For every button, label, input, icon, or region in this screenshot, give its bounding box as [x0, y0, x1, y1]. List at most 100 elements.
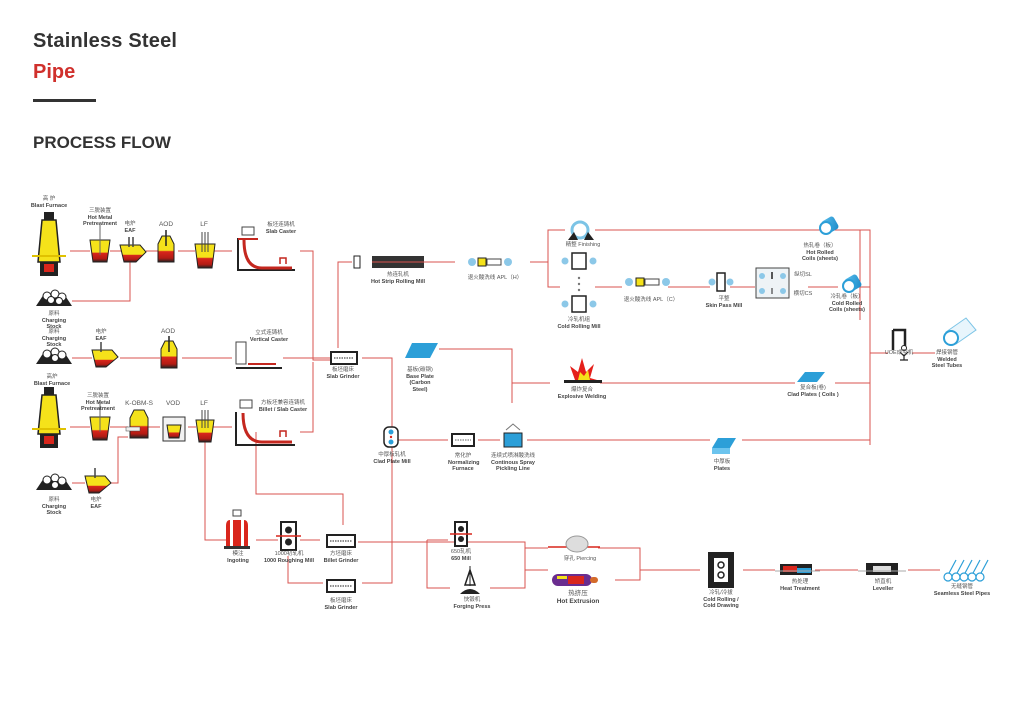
label-cn: 原料: [48, 497, 60, 503]
welded-tube-icon: [943, 317, 977, 346]
flow-connectors: [70, 229, 940, 589]
forging-press-icon: [460, 566, 480, 594]
label-cn: 电炉: [95, 329, 107, 335]
label-en: Normalizing Furnace: [448, 459, 480, 473]
node-piercing: 穿孔 Piercing: [564, 556, 596, 563]
label-cn: 爆炸复合: [570, 387, 593, 393]
label-cn: 冷轧机组: [567, 317, 591, 323]
node-hot-rolled-coils: 热轧卷（板）Hot Rolled Coils (sheets): [800, 243, 840, 263]
label-en: Ingoting: [227, 557, 249, 564]
billet-grinder-icon: [326, 534, 356, 548]
eaf-icon: [119, 237, 147, 263]
blast-furnace-icon: [32, 212, 66, 276]
label-en: LF: [200, 221, 208, 228]
label-cn: 方坯磨床: [329, 551, 352, 557]
label-en: Billet / Slab Caster: [258, 406, 308, 413]
heat-treatment-icon: [775, 564, 820, 575]
roughing-mill-icon: [276, 521, 301, 551]
charging-stock-icon: [36, 289, 72, 306]
label-en: 650 Mill: [451, 555, 471, 562]
label-en: Clad Plates ( Coils ): [787, 391, 839, 398]
label-cn: 矫直机: [874, 579, 892, 585]
label-en: Cold Rolled Coils (sheets): [828, 300, 866, 314]
label-cn: 焊接钢管: [935, 350, 958, 356]
node-cold-rolled-coils: 冷轧卷（板）Cold Rolled Coils (sheets): [827, 294, 867, 314]
label-cn: 电炉: [124, 221, 136, 227]
slitting-cutting-icon: [755, 267, 790, 299]
label-cn: 方板坯兼容连铸机: [260, 400, 306, 406]
label-cn: UOE成型机: [884, 350, 914, 356]
label-cn: 常化炉: [454, 453, 472, 459]
node-apl-c: 退火酸洗线 APL（C）: [624, 297, 678, 304]
page-title: Stainless Steel: [33, 30, 178, 52]
label-en: Welded Steel Tubes: [931, 356, 963, 370]
label-cn: 无缝钢管: [950, 584, 974, 590]
label-en: Cold Rolling / Cold Drawing: [703, 596, 739, 610]
label-en: Skin Pass Mill: [705, 302, 743, 309]
blast-furnace-icon: [32, 387, 66, 448]
label-en: Charging Stock: [41, 317, 67, 331]
ingoting-icon: [224, 509, 250, 549]
slab-caster-icon: [237, 226, 295, 271]
label-en: Slab Grinder: [326, 373, 360, 380]
plates-icon: [712, 438, 736, 454]
label-cn: 退火酸洗线 APL（H）: [467, 275, 523, 281]
node-aod-1: AOD: [159, 221, 173, 229]
label-en: Plates: [713, 465, 731, 472]
explosive-welding-icon: [564, 358, 602, 383]
label-cn: 三脱装置: [88, 208, 111, 214]
clad-plate-mill-icon: [383, 426, 399, 448]
uoe-forming-icon: [891, 328, 909, 361]
label: 穿孔 Piercing: [564, 556, 596, 563]
label-cn: 热处理: [791, 579, 809, 585]
label-cn: 三脱装置: [86, 393, 109, 399]
label-en: Explosive Welding: [557, 393, 607, 400]
label-en: Billet Grinder: [323, 557, 359, 564]
label-en: Hot Metal Pretreatment: [81, 399, 115, 413]
label-en: Heat Treatment: [780, 585, 820, 592]
label-en: Hot Strip Rolling Mill: [370, 278, 426, 285]
lf-ladle-icon: [195, 410, 215, 443]
mill-650-icon: [450, 521, 472, 547]
node-aod-2: AOD: [161, 328, 175, 336]
node-lf-2: LF: [200, 400, 208, 408]
aod-converter-icon: [157, 230, 175, 263]
label-en: Clad Plate Mill: [373, 458, 411, 465]
label-cn: 穿孔: [563, 556, 575, 562]
cold-rolling-drawing-icon: [708, 552, 734, 588]
label-en: EAF: [124, 227, 136, 234]
label-en: Hot Rolled Coils (sheets): [801, 249, 839, 263]
label-en: Vertical Caster: [249, 336, 289, 343]
hot-rolled-coil-icon: [819, 216, 839, 235]
label-cn: 横切CS: [793, 291, 813, 297]
label-cn: 纵切SL: [794, 272, 812, 278]
label-en: Blast Furnace: [30, 202, 68, 209]
vod-vessel-icon: [162, 416, 186, 442]
clad-plates-icon: [797, 372, 825, 382]
label-en: Hot Metal Pretreatment: [83, 214, 117, 228]
normalizing-furnace-icon: [451, 433, 475, 447]
slab-grinder-icon: [330, 351, 358, 365]
charging-stock-icon: [36, 473, 72, 490]
label-cn: 退火酸洗线 APL（C）: [623, 297, 679, 303]
label-cn: 板坯磨床: [329, 598, 353, 604]
eaf-icon: [84, 468, 112, 494]
apl-h-line-icon: [468, 257, 512, 267]
